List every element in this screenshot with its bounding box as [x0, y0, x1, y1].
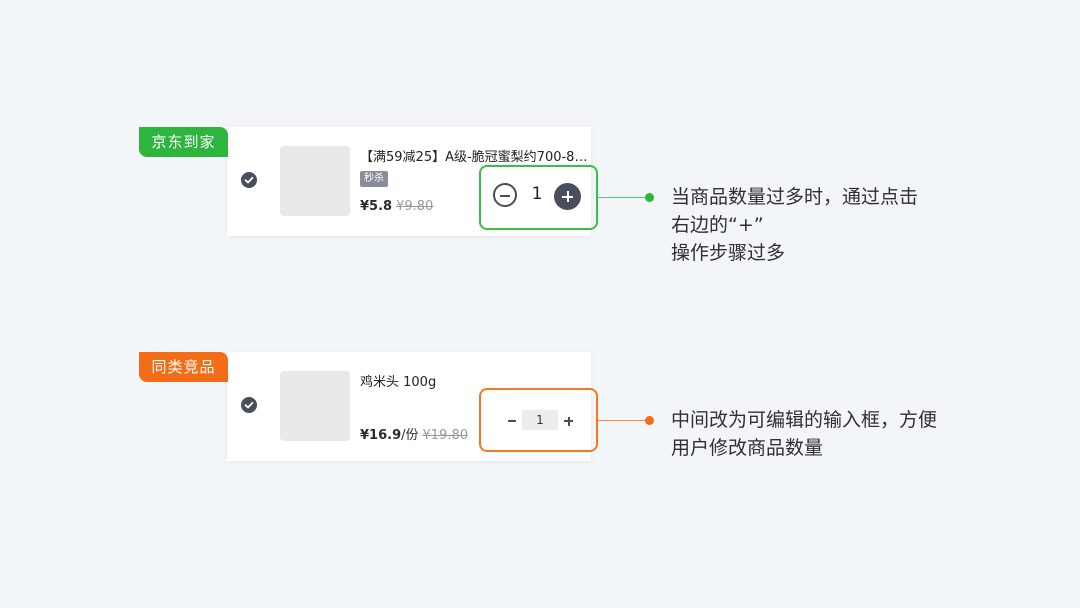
callout-dot: [645, 193, 654, 202]
product-title[interactable]: 【满59减25】A级-脆冠蜜梨约700-8…: [360, 150, 586, 165]
annotation-text-jd: 当商品数量过多时，通过点击 右边的“+” 操作步骤过多: [671, 186, 919, 264]
original-price: ¥19.80: [422, 428, 469, 443]
cart-item-card-competitor: 鸡米头 100g ¥16.9/份¥19.80 1: [227, 352, 591, 461]
check-circle-icon[interactable]: [241, 397, 257, 413]
current-price: ¥5.8: [360, 199, 393, 214]
source-tag-jd: 京东到家: [139, 127, 228, 157]
quantity-input[interactable]: 1: [522, 410, 558, 430]
check-circle-icon[interactable]: [241, 172, 257, 188]
price-unit: /份: [401, 428, 419, 443]
plus-icon[interactable]: [564, 415, 573, 426]
product-price: ¥5.8¥9.80: [360, 199, 433, 214]
product-image[interactable]: [280, 146, 350, 216]
callout-line: [598, 420, 649, 421]
flash-sale-badge: 秒杀: [360, 171, 388, 187]
product-price: ¥16.9/份¥19.80: [360, 424, 468, 443]
source-tag-competitor: 同类竞品: [139, 352, 228, 382]
minus-icon[interactable]: [493, 183, 517, 207]
quantity-stepper-editable: 1: [505, 408, 575, 432]
highlight-box-jd-stepper: [479, 165, 598, 230]
cart-item-card-jd: 【满59减25】A级-脆冠蜜梨约700-8… 秒杀 ¥5.8¥9.80 1: [227, 127, 591, 236]
annotation-text-competitor: 中间改为可编辑的输入框，方便 用户修改商品数量: [671, 409, 938, 459]
plus-icon[interactable]: [554, 183, 581, 210]
current-price: ¥16.9: [360, 428, 402, 443]
quantity-stepper: 1: [493, 181, 583, 211]
original-price: ¥9.80: [396, 199, 434, 214]
quantity-value: 1: [531, 184, 543, 204]
minus-icon[interactable]: [508, 415, 517, 425]
highlight-box-competitor-stepper: [479, 388, 598, 452]
product-title[interactable]: 鸡米头 100g: [360, 375, 437, 390]
callout-dot: [645, 416, 654, 425]
product-image[interactable]: [280, 371, 350, 441]
callout-line: [598, 197, 649, 198]
